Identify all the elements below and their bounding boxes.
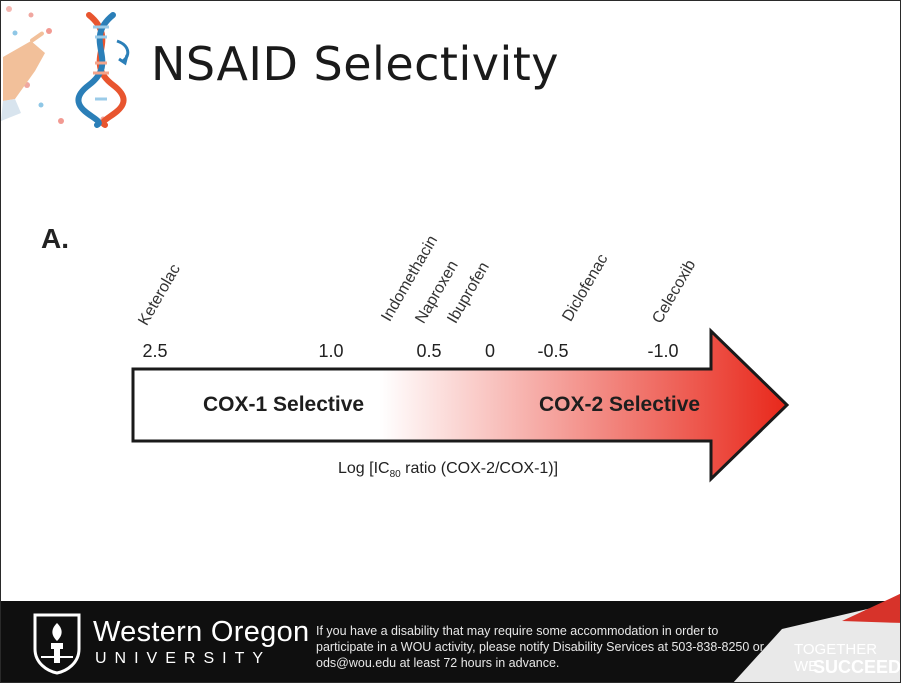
cox1-zone-label: COX-1 Selective — [203, 393, 365, 416]
university-subtitle: UNIVERSITY — [95, 650, 272, 667]
tagline-together: TOGETHER WE — [794, 641, 878, 675]
tagline-succeed: SUCCEED — [813, 657, 901, 677]
footer: Western Oregon UNIVERSITY If you have a … — [1, 593, 901, 682]
scale-tick: 1.0 — [318, 341, 344, 361]
tagline-banner-shape — [733, 593, 900, 682]
wou-torch-logo-icon — [33, 613, 81, 675]
slide-title: NSAID Selectivity — [151, 37, 559, 91]
cox2-zone-label: COX-2 Selective — [539, 393, 701, 416]
disability-notice: If you have a disability that may requir… — [316, 624, 764, 670]
scale-tick: 2.5 — [142, 341, 168, 361]
figure-label: A. — [41, 223, 69, 254]
dna-decoration-icon — [1, 6, 130, 128]
university-name: Western Oregon — [93, 616, 310, 648]
scale-tick: -0.5 — [537, 341, 569, 361]
axis-label: Log [IC80 ratio (COX-2/COX-1)] — [338, 460, 559, 481]
scale-tick: 0.5 — [416, 341, 442, 361]
scale-tick: 0 — [484, 341, 496, 361]
scale-tick: -1.0 — [647, 341, 679, 361]
